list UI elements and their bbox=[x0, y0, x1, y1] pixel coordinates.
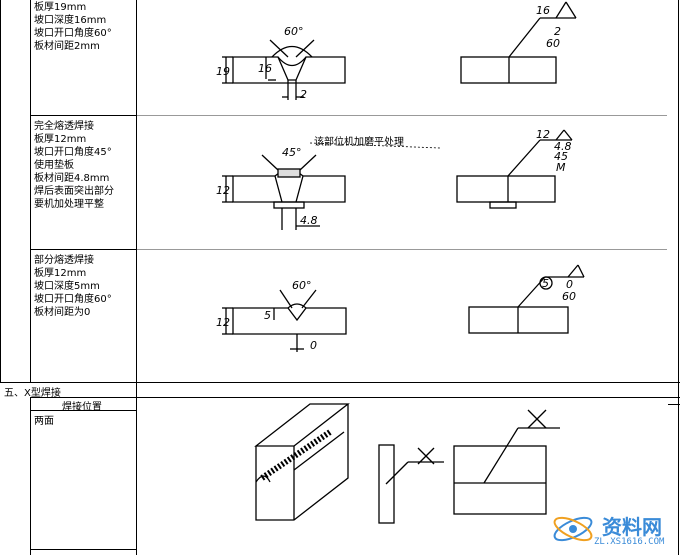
table-left-border-lower bbox=[30, 397, 31, 555]
row-3-description: 部分熔透焊接 板厚12mm 坡口深度5mm 坡口开口角度60° 板材间距为0 bbox=[34, 254, 112, 319]
table-divider bbox=[136, 0, 137, 555]
row3-weld-symbol bbox=[468, 264, 585, 334]
table-outer-left bbox=[0, 0, 1, 383]
row3-depth-label: 5 bbox=[264, 309, 271, 322]
table-right-border bbox=[678, 0, 679, 555]
header-top-line bbox=[30, 397, 680, 398]
desc-line: 板厚12mm bbox=[34, 268, 87, 279]
desc-line: 坡口开口角度60° bbox=[34, 294, 112, 305]
row2-sym-m: M bbox=[556, 161, 566, 174]
desc-line: 坡口深度16mm bbox=[34, 15, 107, 26]
desc-line: 要机加处理平整 bbox=[34, 199, 104, 210]
right-tick bbox=[668, 404, 680, 405]
row-1-description: 板厚19mm 坡口深度16mm 坡口开口角度60° 板材间距2mm bbox=[34, 1, 112, 53]
row1-weld-symbol bbox=[460, 1, 577, 84]
row1-sym-gap: 2 bbox=[554, 25, 561, 38]
desc-line: 坡口开口角度60° bbox=[34, 28, 112, 39]
desc-line: 完全熔透焊接 bbox=[34, 121, 94, 132]
row2-weld-symbol bbox=[456, 129, 573, 209]
row-separator-1-right bbox=[137, 115, 667, 116]
desc-line: 板厚19mm bbox=[34, 2, 87, 13]
desc-line: 板厚12mm bbox=[34, 134, 87, 145]
watermark-url: ZL.XS1616.COM bbox=[594, 537, 665, 547]
desc-line: 坡口深度5mm bbox=[34, 281, 100, 292]
desc-line: 板材间距2mm bbox=[34, 41, 100, 52]
row-separator-1 bbox=[30, 115, 137, 116]
row2-sym-t: 12 bbox=[536, 128, 550, 141]
column-header: 焊接位置 bbox=[62, 402, 102, 413]
desc-line: 焊后表面突出部分 bbox=[34, 186, 114, 197]
row1-sym-angle: 60 bbox=[546, 37, 560, 50]
row3-thickness-label: 12 bbox=[216, 316, 230, 329]
row1-gap-label: 2 bbox=[300, 88, 307, 101]
row1-sym-depth: 16 bbox=[536, 4, 550, 17]
row3-groove-drawing bbox=[222, 289, 347, 352]
watermark-title: 资料网 bbox=[602, 515, 662, 539]
row1-depth-label: 16 bbox=[258, 62, 272, 75]
row-2-description: 完全熔透焊接 板厚12mm 坡口开口角度45° 使用垫板 板材间距4.8mm 焊… bbox=[34, 120, 114, 211]
row3-sym-depth: 5 bbox=[542, 277, 549, 290]
row2-gap-label: 4.8 bbox=[300, 214, 318, 227]
row-label: 两面 bbox=[34, 416, 54, 427]
row2-angle-label: 45° bbox=[282, 146, 302, 159]
row2-sym-angle: 45 bbox=[554, 150, 568, 163]
section-top-line bbox=[0, 382, 680, 383]
watermark: 资料网 ZL.XS1616.COM bbox=[546, 507, 676, 552]
machining-note: 该部位机加磨平处理 bbox=[314, 137, 404, 148]
header-bottom-line bbox=[30, 410, 137, 411]
row1-thickness-label: 19 bbox=[216, 65, 230, 78]
desc-line: 部分熔透焊接 bbox=[34, 255, 94, 266]
desc-line: 坡口开口角度45° bbox=[34, 147, 112, 158]
desc-line: 板材间距为0 bbox=[34, 307, 91, 318]
x-weld-isometric bbox=[254, 403, 350, 521]
row3-angle-label: 60° bbox=[292, 279, 312, 292]
row-separator-2-right bbox=[137, 249, 667, 250]
row2-thickness-label: 12 bbox=[216, 184, 230, 197]
x-weld-side-view bbox=[378, 444, 444, 524]
x-weld-front-view bbox=[453, 409, 560, 515]
row2-groove-drawing bbox=[222, 142, 441, 230]
row3-gap-label: 0 bbox=[310, 339, 317, 352]
desc-line: 板材间距4.8mm bbox=[34, 173, 110, 184]
row3-sym-gap: 0 bbox=[566, 278, 573, 291]
section-title: 五、X型焊接 bbox=[4, 388, 61, 399]
bottom-line bbox=[30, 549, 137, 550]
row1-angle-label: 60° bbox=[284, 25, 304, 38]
row-separator-2 bbox=[30, 249, 137, 250]
table-left-border bbox=[30, 0, 31, 383]
row2-sym-gap: 4.8 bbox=[554, 140, 572, 153]
row3-sym-angle: 60 bbox=[562, 290, 576, 303]
row1-groove-drawing bbox=[222, 39, 346, 100]
desc-line: 使用垫板 bbox=[34, 160, 74, 171]
watermark-logo-icon bbox=[553, 516, 593, 542]
